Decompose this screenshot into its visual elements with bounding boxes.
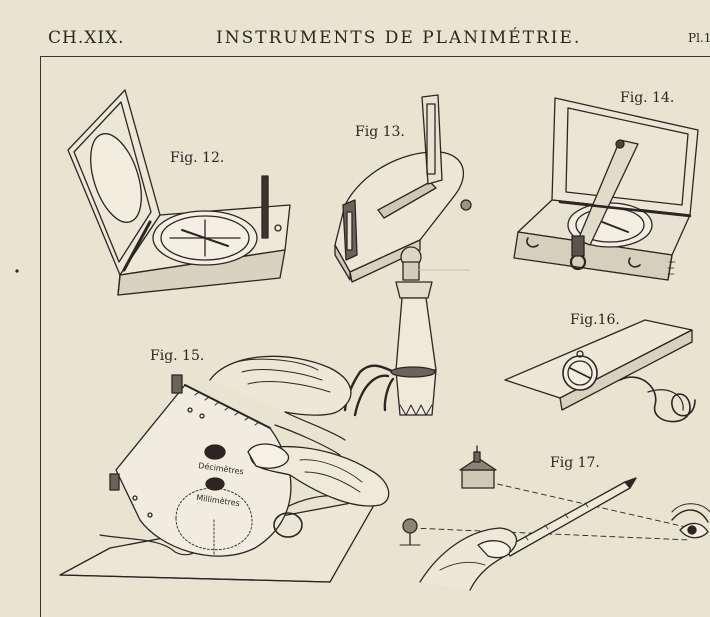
fig16-label: Fig.16. <box>570 312 620 328</box>
fig12-compass-box <box>67 89 291 296</box>
fig17-label: Fig 17. <box>550 455 600 471</box>
fig14-label: Fig. 14. <box>620 90 674 106</box>
fig13-label: Fig 13. <box>355 124 405 140</box>
fig14-clinometer <box>513 97 699 281</box>
engraving-plate: Fig. 12. Fig 13. Fig. 14. Fig. 15. Fig.1… <box>15 89 710 591</box>
plate-number: Pl.1 <box>688 31 710 45</box>
chapter-label: CH.XIX. <box>48 28 125 48</box>
fig15-label: Fig. 15. <box>150 348 204 364</box>
fig13-alidade <box>334 94 472 417</box>
page-title: INSTRUMENTS DE PLANIMÉTRIE. <box>216 28 582 48</box>
fig12-label: Fig. 12. <box>170 150 224 166</box>
page-header: CH.XIX. INSTRUMENTS DE PLANIMÉTRIE. Pl.1 <box>0 0 710 50</box>
plate-frame <box>40 56 710 617</box>
fig15-hand-dial <box>59 355 390 583</box>
margin-dot <box>15 269 19 273</box>
fig17-pencil-sighting <box>399 445 710 591</box>
fig16-pocket-compass <box>504 319 696 423</box>
